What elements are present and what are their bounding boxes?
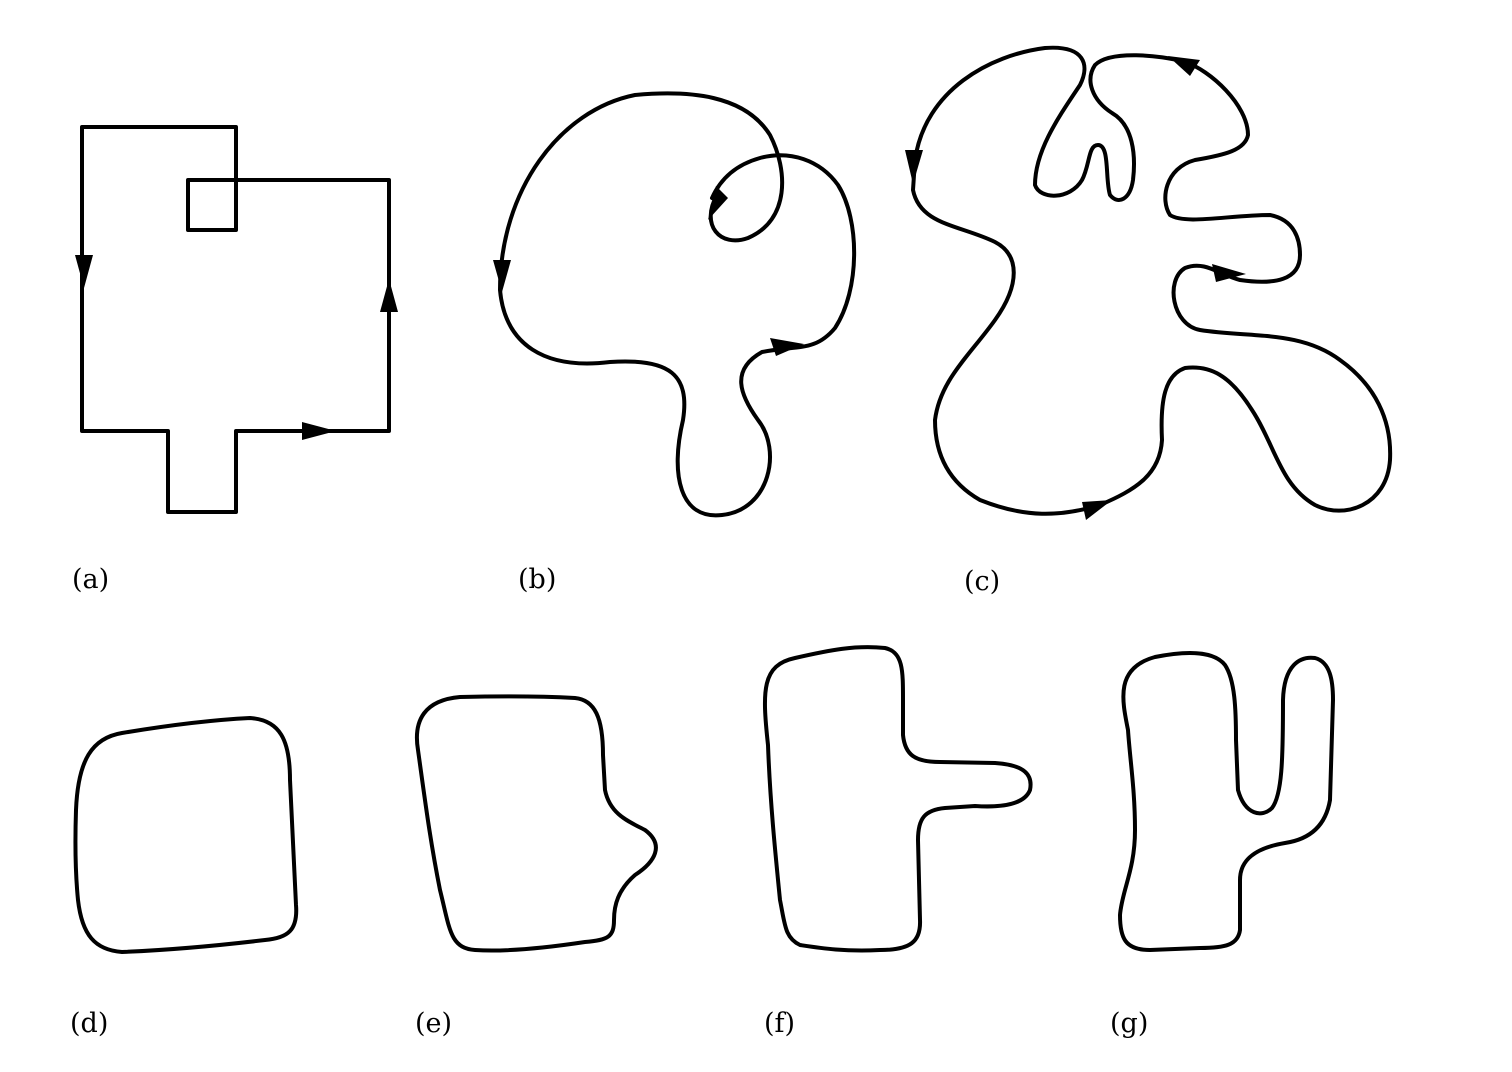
panel-label-b: (b) <box>518 564 556 595</box>
panel-label-c: (c) <box>964 566 1000 597</box>
panel-label-f: (f) <box>764 1008 795 1039</box>
panel-c: (c) <box>905 45 1393 597</box>
curve-d <box>73 716 299 954</box>
arrow-b-right <box>770 338 804 356</box>
arrow-c-top <box>1168 56 1200 76</box>
panel-b: (b) <box>493 91 857 595</box>
arrow-c-bottom <box>1082 500 1112 520</box>
panel-a: (a) <box>72 125 398 595</box>
panel-g: (g) <box>1110 651 1335 1039</box>
panel-label-a: (a) <box>72 564 109 595</box>
arrow-a-bottom-right <box>302 422 336 440</box>
arrow-a-right-up <box>380 279 398 312</box>
panel-label-d: (d) <box>70 1008 108 1039</box>
curve-g <box>1118 651 1335 952</box>
panel-label-g: (g) <box>1110 1008 1148 1039</box>
arrow-c-left-down <box>905 150 923 184</box>
arrow-b-left-down <box>493 260 511 292</box>
arrow-c-right <box>1212 264 1246 282</box>
curve-f <box>762 645 1033 953</box>
panel-d: (d) <box>70 716 299 1039</box>
curve-e <box>415 694 658 953</box>
panel-e: (e) <box>415 694 658 1039</box>
arrow-b-inner <box>708 186 728 220</box>
arrow-a-left-down <box>75 255 93 288</box>
panel-f: (f) <box>762 645 1033 1039</box>
curve-a <box>80 125 391 514</box>
curve-c <box>911 45 1393 516</box>
panel-label-e: (e) <box>415 1008 452 1039</box>
curve-b <box>498 91 857 518</box>
